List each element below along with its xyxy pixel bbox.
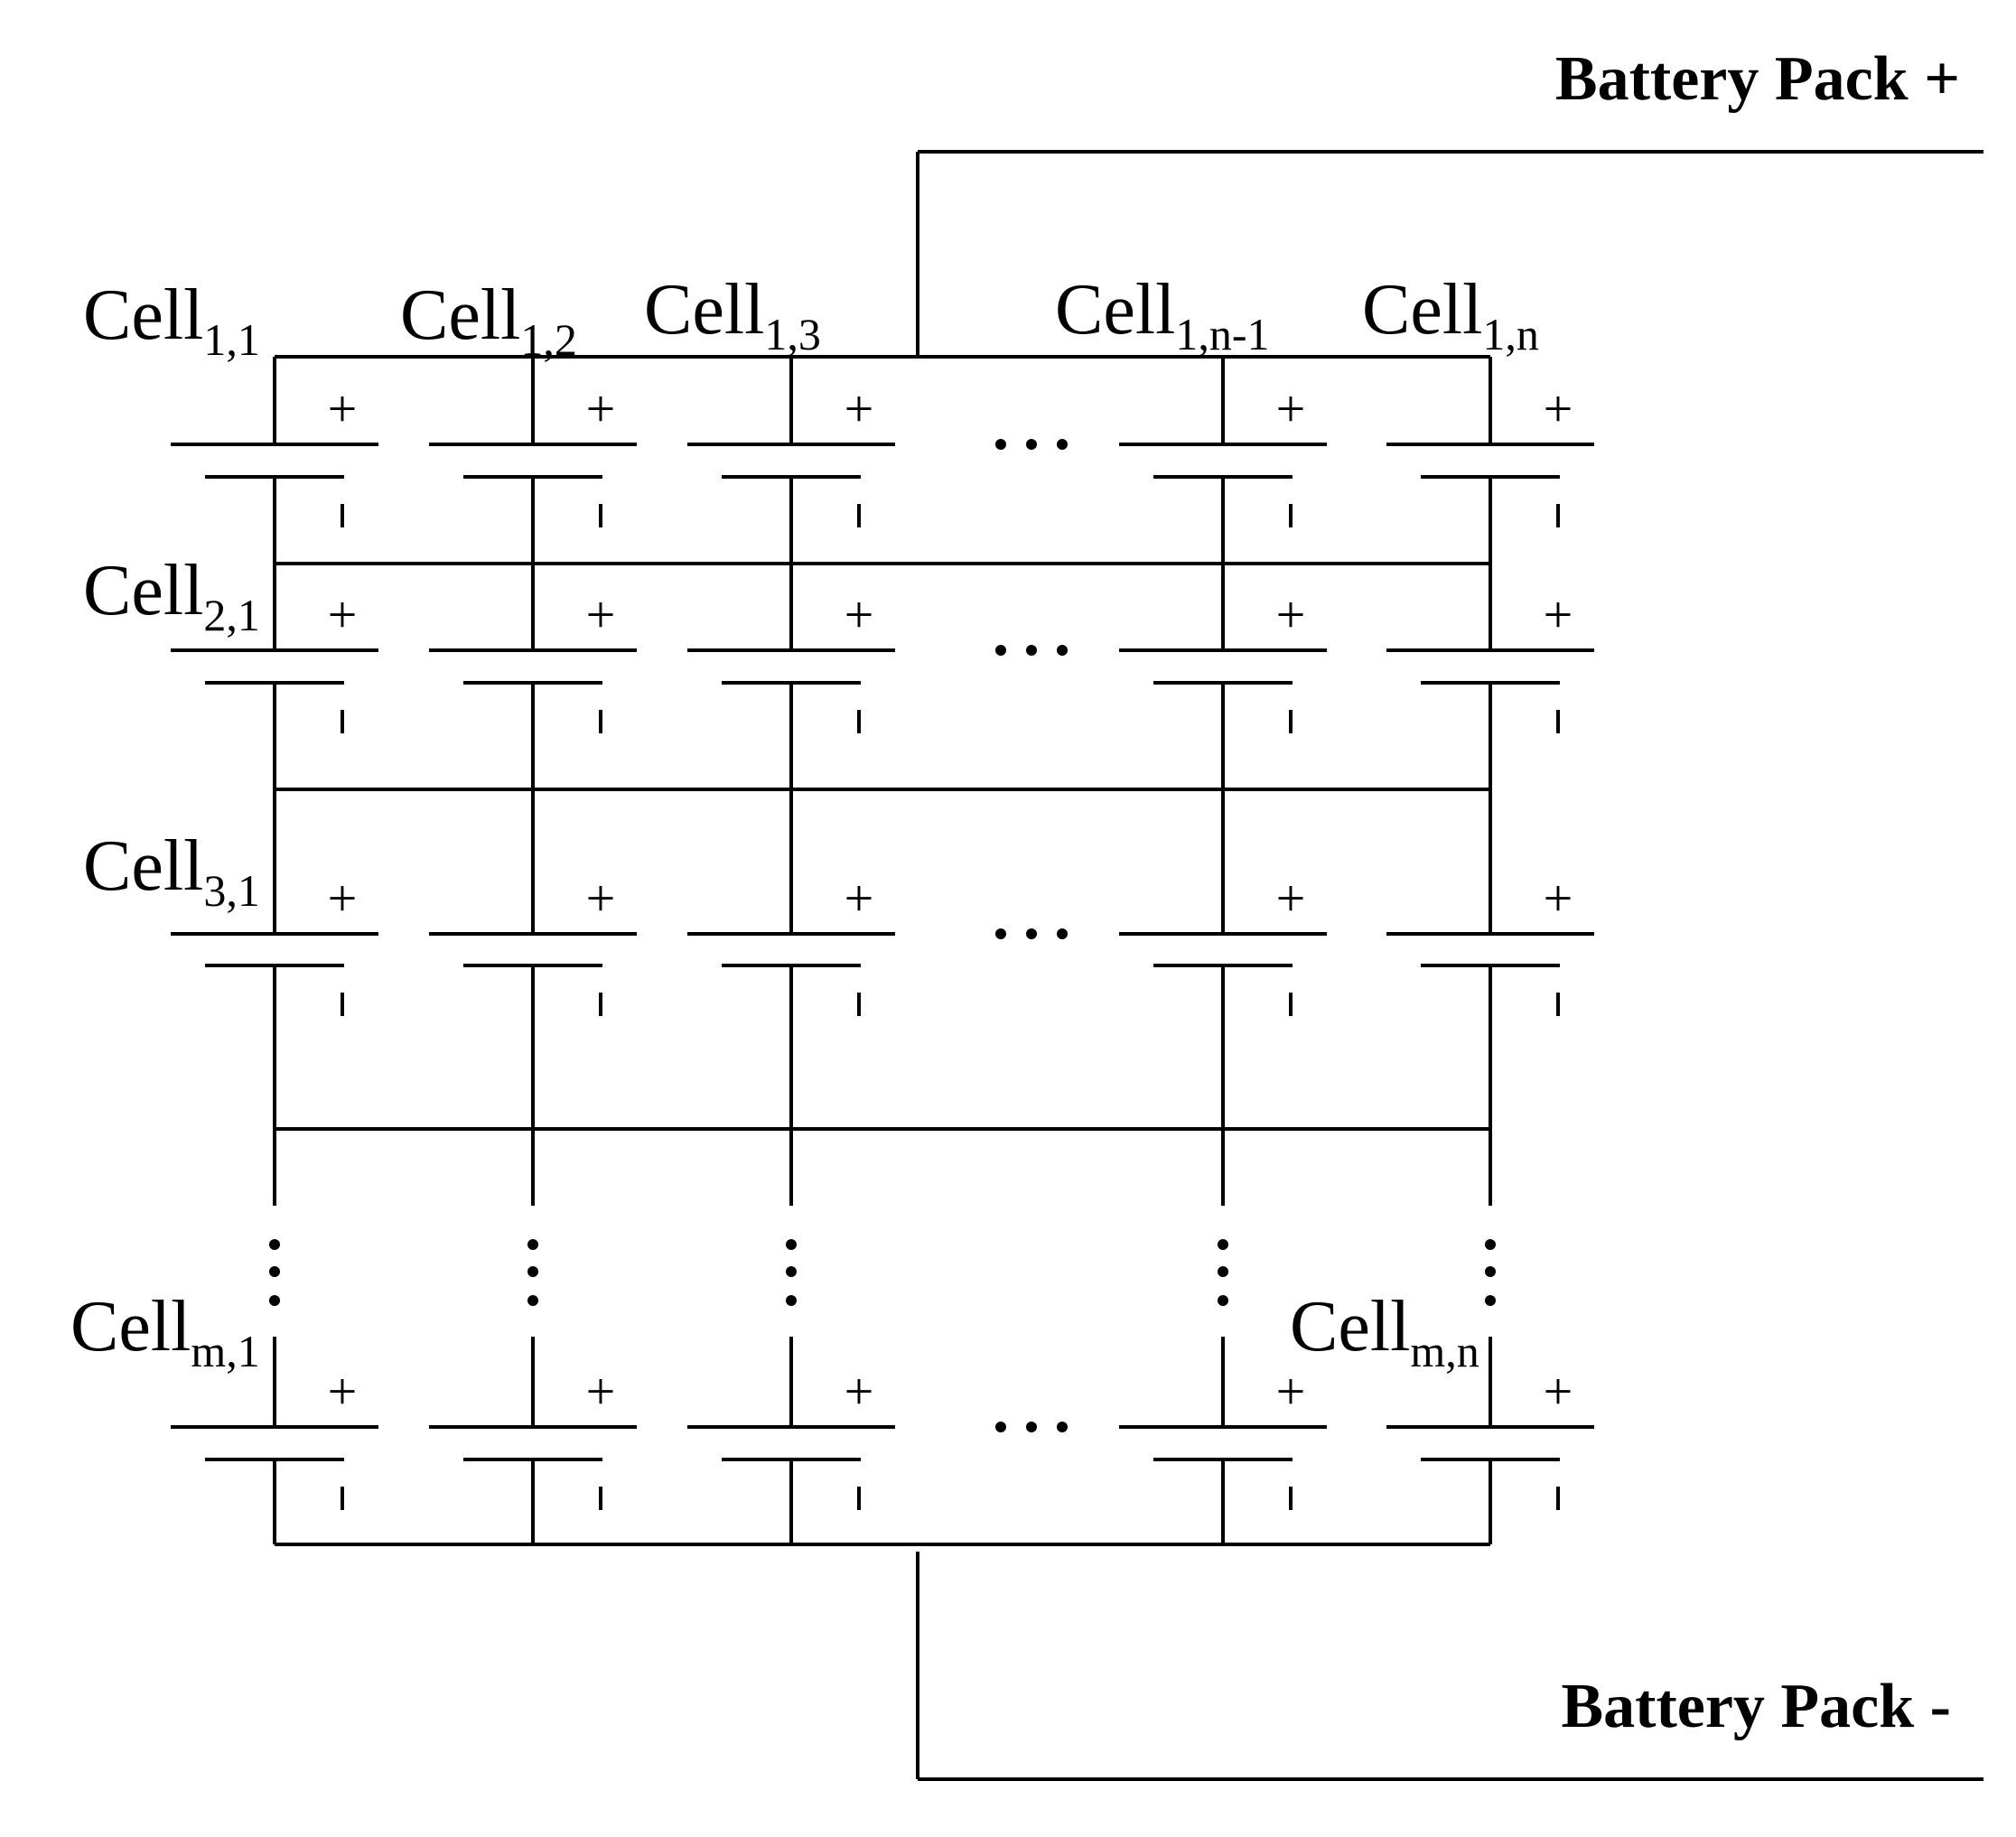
column-3-ellipsis-dot-2 [786, 1266, 797, 1277]
row-m-ellipsis-dot-3 [1057, 1422, 1068, 1432]
cell-3-2-plus-sign: + [586, 869, 616, 928]
cell-3-3-plus-sign: + [845, 869, 874, 928]
column-1-ellipsis-dot-1 [269, 1239, 280, 1250]
cell-1-3-label: Cell1,3 [644, 270, 821, 359]
cell-1-n-1-plus-sign: + [1276, 379, 1306, 438]
column-n-1-ellipsis-dot-3 [1218, 1295, 1228, 1306]
column-n-1-ellipsis-dot-2 [1218, 1266, 1228, 1277]
cell-2-n-1-plus-sign: + [1276, 585, 1306, 644]
column-1-ellipsis-dot-3 [269, 1295, 280, 1306]
cell-2-3-plus-sign: + [845, 585, 874, 644]
column-n-ellipsis-dot-2 [1485, 1266, 1496, 1277]
row-1-ellipsis-dot-1 [995, 439, 1006, 450]
cell-3-n-1-plus-sign: + [1276, 869, 1306, 928]
column-3-ellipsis-dot-3 [786, 1295, 797, 1306]
column-2-ellipsis-dot-3 [527, 1295, 538, 1306]
cell-3-n-plus-sign: + [1544, 869, 1573, 928]
cell-m-1-label: Cellm,1 [70, 1287, 260, 1376]
cell-1-1-label: Cell1,1 [83, 275, 260, 365]
column-n-ellipsis-dot-3 [1485, 1295, 1496, 1306]
column-n-1-ellipsis-dot-1 [1218, 1239, 1228, 1250]
row-1-ellipsis-dot-2 [1026, 439, 1037, 450]
wiring [273, 150, 1983, 1781]
cell-m-1-plus-sign: + [328, 1362, 358, 1421]
cell-1-1-plus-sign: + [328, 379, 358, 438]
cell-m-n-1-plus-sign: + [1276, 1362, 1306, 1421]
row-3-ellipsis-dot-2 [1026, 928, 1037, 939]
column-2-ellipsis-dot-1 [527, 1239, 538, 1250]
cell-3-1-label: Cell3,1 [83, 826, 260, 916]
cell-2-n-plus-sign: + [1544, 585, 1573, 644]
cell-1-2-label: Cell1,2 [400, 275, 577, 365]
row-2-ellipsis-dot-2 [1026, 645, 1037, 656]
battery-pack-positive-label: Battery Pack + [1555, 44, 1960, 114]
cell-2-2-plus-sign: + [586, 585, 616, 644]
row-3-ellipsis-dot-1 [995, 928, 1006, 939]
row-2-ellipsis-dot-1 [995, 645, 1006, 656]
cell-grid: + + + + + + + + + + + + + + + + + + + + [171, 379, 1594, 1510]
row-m-ellipsis-dot-1 [995, 1422, 1006, 1432]
cell-1-n-1-label: Cell1,n-1 [1055, 270, 1269, 359]
row-3-ellipsis-dot-3 [1057, 928, 1068, 939]
ellipsis-marks [269, 439, 1496, 1432]
cell-m-n-plus-sign: + [1544, 1362, 1573, 1421]
column-3-ellipsis-dot-1 [786, 1239, 797, 1250]
cell-m-2-plus-sign: + [586, 1362, 616, 1421]
cell-m-n-label: Cellm,n [1290, 1287, 1479, 1376]
cell-1-n-plus-sign: + [1544, 379, 1573, 438]
cell-3-1-plus-sign: + [328, 869, 358, 928]
row-2-ellipsis-dot-3 [1057, 645, 1068, 656]
row-m-ellipsis-dot-2 [1026, 1422, 1037, 1432]
row-1-ellipsis-dot-3 [1057, 439, 1068, 450]
cell-2-1-label: Cell2,1 [83, 551, 260, 640]
column-1-ellipsis-dot-2 [269, 1266, 280, 1277]
cell-1-2-plus-sign: + [586, 379, 616, 438]
battery-pack-negative-label: Battery Pack - [1561, 1672, 1951, 1741]
cell-2-1-plus-sign: + [328, 585, 358, 644]
cell-m-3-plus-sign: + [845, 1362, 874, 1421]
column-n-ellipsis-dot-1 [1485, 1239, 1496, 1250]
cell-1-3-plus-sign: + [845, 379, 874, 438]
column-2-ellipsis-dot-2 [527, 1266, 538, 1277]
cell-1-n-label: Cell1,n [1362, 270, 1539, 359]
